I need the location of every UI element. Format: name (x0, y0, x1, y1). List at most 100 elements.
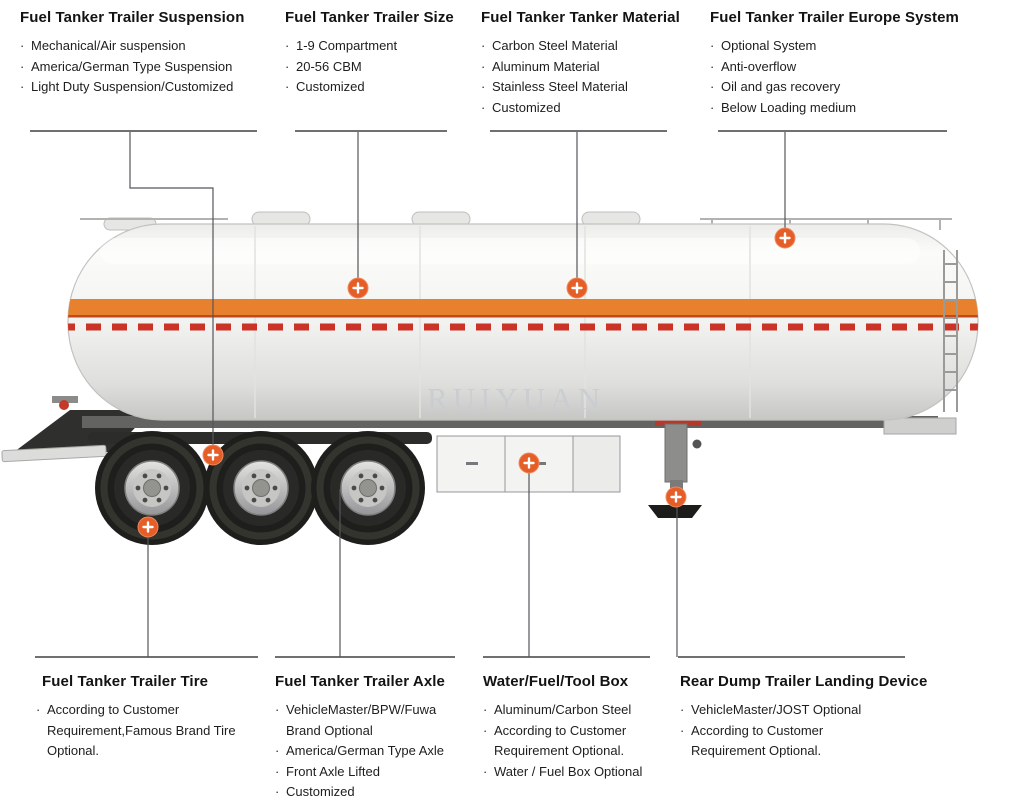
feature-text: VehicleMaster/BPW/Fuwa Brand Optional (286, 702, 437, 738)
callout-toolbox: Water/Fuel/Tool Box ·Aluminum/Carbon Ste… (483, 672, 663, 782)
plus-marker-europe-icon (773, 226, 797, 250)
feature-item: · 1-9 Compartment (285, 36, 475, 57)
manhole-covers (103, 211, 641, 231)
front-pipe (52, 396, 78, 403)
feature-text: According to Customer Requirement Option… (691, 722, 824, 759)
feature-item: ·Optional System (710, 36, 990, 57)
feature-item: ·20-56 CBM (285, 57, 475, 78)
plus-marker-material-icon (565, 276, 589, 300)
callout-title: Fuel Tanker Trailer Size (285, 9, 454, 26)
landing-gear-crank (692, 439, 702, 449)
orange-stripe (68, 299, 978, 315)
plus-marker-suspension-icon (201, 443, 225, 467)
feature-text: 1-9 Compartment (296, 38, 398, 53)
feature-text: Mechanical/Air suspension (31, 38, 186, 53)
feature-item: ·America/German Type Axle (275, 741, 461, 762)
feature-text: According to Customer Requirement Option… (494, 722, 627, 759)
bullet-dot: · (36, 702, 41, 717)
bullet-dot: · (275, 763, 280, 779)
feature-item: ·Carbon Steel Material (481, 36, 697, 57)
feature-item: · Light Duty Suspension/Customized (20, 77, 272, 98)
callout-europe-system: Fuel Tanker Trailer Europe System ·Optio… (710, 8, 990, 118)
feature-item: · Front Axle Lifted (275, 762, 461, 783)
feature-item: · Oil and gas recovery (710, 77, 990, 98)
feature-item: · VehicleMaster/JOST Optional (680, 700, 880, 721)
bullet-dot: · (275, 702, 280, 717)
bullet-dot: · (680, 702, 685, 717)
bullet-dot: · (20, 58, 25, 74)
feature-item: · According to Customer Requirement,Famou… (36, 700, 241, 762)
bullet-dot: · (483, 763, 488, 779)
bullet-dot: · (483, 722, 488, 738)
feature-list: ·1-9 Compartment·20-56 CBM·Customized (285, 36, 475, 98)
feature-text: Aluminum/Carbon Steel (494, 702, 632, 717)
feature-text: America/German Type Suspension (31, 58, 233, 74)
plus-marker-size-icon (346, 276, 370, 300)
feature-text: Customized (286, 784, 355, 799)
feature-item: ·Aluminum Material (481, 57, 697, 78)
feature-list: · VehicleMaster/BPW/Fuwa Brand Optional ·A… (275, 700, 461, 803)
feature-text: VehicleMaster/JOST Optional (691, 702, 862, 717)
feature-item: · Customized (285, 77, 475, 98)
leader-suspension (129, 132, 214, 446)
bullet-dot: · (710, 38, 715, 53)
bullet-dot: · (483, 702, 488, 717)
feature-text: Front Axle Lifted (286, 763, 380, 779)
feature-text: According to Customer Requirement,Famous… (47, 702, 236, 758)
feature-list: ·Carbon Steel Material·Aluminum Material… (481, 36, 697, 118)
feature-item: · Mechanical/Air suspension (20, 36, 272, 57)
bullet-dot: · (20, 79, 25, 94)
callout-material: Fuel Tanker Tanker Material ·Carbon Stee… (481, 8, 697, 118)
feature-text: Below Loading medium (721, 99, 857, 115)
feature-text: Water / Fuel Box Optional (494, 763, 643, 779)
callout-title: Fuel Tanker Trailer Tire (42, 673, 209, 690)
feature-text: Customized (296, 79, 365, 94)
callout-size: Fuel Tanker Trailer Size · 1-9 Compartmen… (285, 8, 475, 98)
tank-highlight (100, 238, 920, 264)
bullet-dot: · (285, 58, 290, 74)
bullet-dot: · (275, 784, 280, 799)
feature-item: · America/German Type Suspension (20, 57, 272, 78)
wheel-middle (204, 431, 318, 545)
bullet-dot: · (481, 79, 486, 94)
feature-text: Customized (492, 99, 561, 115)
bullet-dot: · (710, 79, 715, 94)
landing-gear-leg (664, 423, 688, 483)
feature-list: · According to Customer Requirement,Famou… (36, 700, 241, 762)
bullet-dot: · (481, 38, 486, 53)
bullet-dot: · (710, 58, 715, 74)
bullet-dot: · (285, 38, 290, 53)
feature-item: · According to Customer Requirement Optio… (680, 721, 880, 762)
feature-text: Anti-overflow (721, 58, 797, 74)
feature-text: Light Duty Suspension/Customized (31, 79, 234, 94)
plus-marker-toolbox-icon (517, 451, 541, 475)
bullet-dot: · (275, 743, 280, 758)
callout-suspension: Fuel Tanker Trailer Suspension · Mechanic… (20, 8, 272, 98)
feature-text: Oil and gas recovery (721, 79, 841, 94)
landing-gear-foot (648, 505, 702, 518)
rear-ladder (943, 250, 958, 412)
callout-title: Fuel Tanker Trailer Europe System (710, 9, 959, 26)
feature-list: · VehicleMaster/JOST Optional · According t… (680, 700, 880, 762)
bullet-dot: · (285, 79, 290, 94)
stripe-edge (68, 315, 978, 318)
tanker-trailer: RUIYUAN (1, 211, 979, 545)
feature-item: · Aluminum/Carbon Steel (483, 700, 663, 721)
bullet-dot: · (20, 38, 25, 53)
feature-item: · Customized (275, 782, 461, 803)
callout-tire: Fuel Tanker Trailer Tire · According to C… (36, 672, 241, 762)
compartment-seams (254, 226, 751, 418)
bullet-dot: · (481, 58, 486, 74)
rear-bumper-box (883, 417, 957, 435)
feature-item: · According to Customer Requirement Optio… (483, 721, 663, 762)
wheel-rear (311, 431, 425, 545)
callout-title: Fuel Tanker Trailer Suspension (20, 9, 245, 26)
callout-axle: Fuel Tanker Trailer Axle ·VehicleMaster/… (275, 672, 461, 803)
feature-item: · VehicleMaster/BPW/Fuwa Brand Optional (275, 700, 461, 741)
feature-list: ·Optional System·Anti-overflow·Oil and g… (710, 36, 990, 118)
feature-item: · Anti-overflow (710, 57, 990, 78)
callout-title: Fuel Tanker Tanker Material (481, 9, 680, 26)
feature-text: Stainless Steel Material (492, 79, 628, 94)
bullet-dot: · (680, 722, 685, 738)
